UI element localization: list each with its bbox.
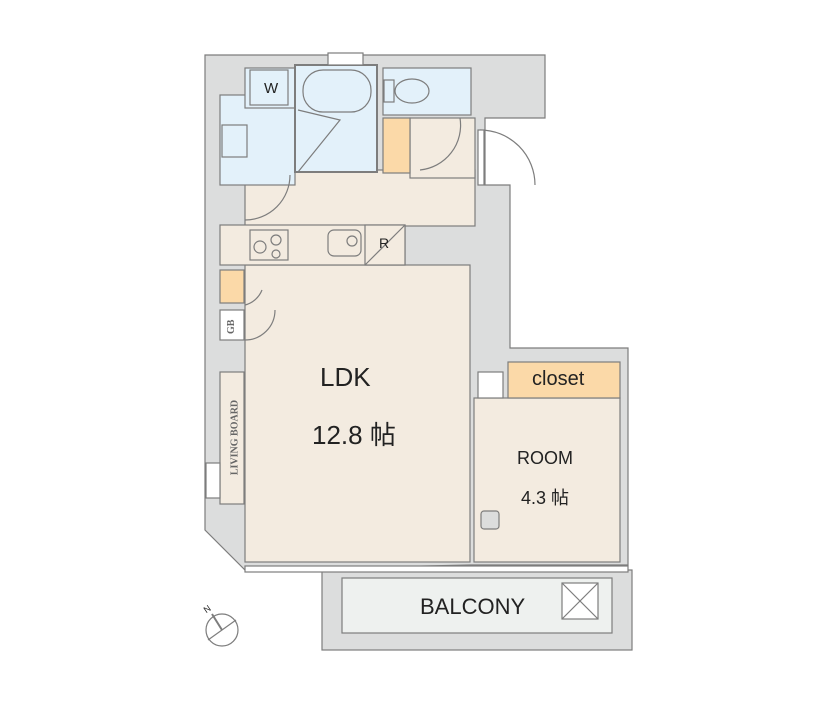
ldk-size: 12.8 帖 bbox=[312, 420, 396, 450]
storage-shoe bbox=[382, 117, 411, 174]
entrance-door bbox=[477, 129, 485, 186]
room-size: 4.3 帖 bbox=[521, 488, 570, 508]
entrance-floor bbox=[409, 117, 476, 179]
washer-pan bbox=[249, 69, 289, 106]
balcony-label: BALCONY bbox=[420, 594, 526, 619]
washer-label: W bbox=[264, 80, 279, 97]
storage-left bbox=[219, 269, 245, 304]
ldk-label: LDK bbox=[320, 362, 371, 392]
garbage-label: GB bbox=[226, 319, 237, 334]
room-label: ROOM bbox=[517, 448, 573, 468]
window-left bbox=[205, 462, 221, 499]
wash-basin bbox=[221, 124, 248, 158]
closet-label: closet bbox=[532, 368, 585, 390]
closet-area bbox=[507, 361, 621, 399]
garbage-space bbox=[219, 309, 245, 341]
stove bbox=[249, 229, 289, 261]
toilet bbox=[394, 78, 430, 104]
room-floor bbox=[473, 397, 621, 563]
ldk-floor bbox=[244, 264, 471, 563]
bathtub bbox=[302, 69, 372, 113]
refrigerator-label: R bbox=[379, 235, 390, 251]
living-board bbox=[219, 371, 245, 505]
room-column bbox=[480, 510, 500, 530]
window-top bbox=[327, 52, 364, 66]
living-board-label: LIVING BOARD bbox=[229, 399, 241, 476]
compass-icon bbox=[205, 613, 239, 647]
